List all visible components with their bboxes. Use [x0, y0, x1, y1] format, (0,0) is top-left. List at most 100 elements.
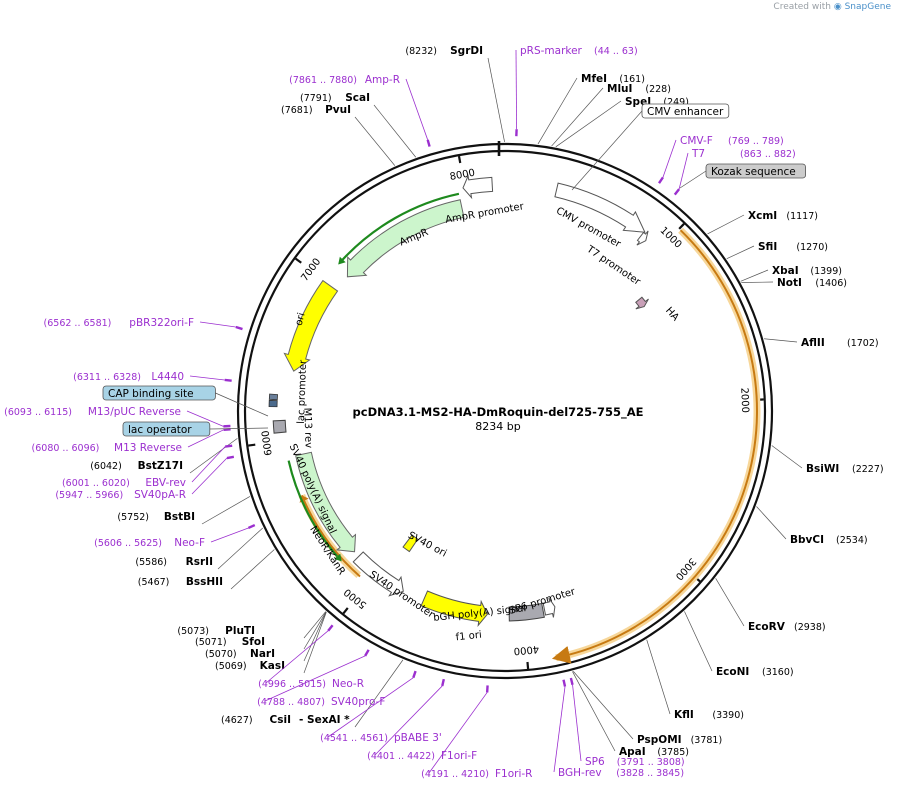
primer-site[interactable]: Amp-R (7861 .. 7880) [289, 74, 400, 86]
primer-leader-line [405, 78, 429, 140]
enzyme-name: SgrDI [450, 45, 483, 57]
primer-mark [247, 523, 256, 530]
primer-site[interactable]: Neo-R(4996 .. 5015) [258, 678, 364, 690]
enzyme-name: PspOMI [637, 734, 682, 746]
enzyme-site[interactable]: KflI(3390) [674, 709, 744, 721]
primer-site[interactable]: M13 Reverse(6080 .. 6096) [32, 442, 182, 454]
enzyme-site[interactable]: SfoI(5071) [195, 636, 265, 648]
enzyme-site[interactable]: BsiWI(2227) [806, 463, 884, 475]
enzyme-site[interactable]: MluI(228) [607, 83, 671, 95]
primer-site[interactable]: T7(863 .. 882) [691, 148, 796, 160]
enzyme-site[interactable]: PspOMI (3781) [637, 734, 722, 746]
map-length: 8234 bp [475, 420, 520, 433]
box-label: Kozak sequence [711, 166, 796, 178]
enzyme-site[interactable]: BstZ17I(6042) [90, 460, 183, 472]
enzyme-site[interactable]: SfiI(1270) [758, 241, 828, 253]
primer-mark [225, 444, 233, 448]
enzyme-site[interactable]: PluTI(5073) [177, 625, 255, 637]
enzyme-leader-line [201, 496, 251, 525]
backbone-outer [236, 142, 774, 680]
ampr-promoter-arrow [462, 174, 494, 200]
enzyme-site[interactable]: EcoRV(2938) [748, 621, 826, 633]
primer-site[interactable]: F1ori-F(4401 .. 4422) [367, 750, 477, 762]
primer-leader-line [264, 655, 366, 702]
primer-leader-line [374, 685, 443, 756]
primer-site[interactable]: M13/pUC Reverse(6093 .. 6115) [4, 406, 181, 418]
primer-range: (4541 .. 4561) [320, 733, 388, 744]
primer-site[interactable]: SV40pA-R(5947 .. 5966) [55, 489, 186, 501]
enzyme-leader-line [707, 214, 745, 235]
enzyme-leader-line [555, 100, 622, 148]
cap-binding-site-box[interactable]: CAP binding site [102, 385, 216, 401]
primer-site[interactable]: F1ori-R(4191 .. 4210) [421, 768, 532, 780]
enzyme-coord: (3785) [657, 747, 689, 758]
primer-name: BGH-rev [558, 767, 602, 779]
bgh-polya-block [508, 602, 545, 622]
sp6-promoter-arrow [542, 597, 556, 618]
enzyme-site[interactable]: ApaI(3785) [619, 746, 689, 758]
enzyme-leader-line [303, 611, 327, 662]
primer-mark [235, 325, 243, 331]
enzyme-coord: (3781) [691, 735, 723, 746]
enzyme-coord: (5069) [215, 661, 247, 672]
primer-site[interactable]: pRS-marker(44 .. 63) [520, 45, 638, 57]
box-label: CAP binding site [108, 388, 194, 400]
enzyme-site[interactable]: BbvCI(2534) [790, 534, 868, 546]
enzyme-site[interactable]: AflII(1702) [801, 337, 879, 349]
enzyme-coord: (5586) [135, 557, 167, 568]
primer-name: Amp-R [365, 74, 400, 86]
box-frame [641, 103, 730, 119]
primer-leader-line [327, 677, 414, 738]
primer-site[interactable]: L4440(6311 .. 6328) [73, 371, 184, 383]
primer-name: pBR322ori-F [129, 317, 194, 329]
primer-mark [412, 670, 417, 679]
enzyme-site[interactable]: PvuI(7681) [281, 104, 351, 116]
primer-site[interactable]: Neo-F(5606 .. 5625) [94, 537, 205, 549]
primer-site[interactable]: SV40pro-F(4788 .. 4807) [257, 696, 385, 708]
primer-name: EBV-rev [145, 477, 186, 489]
enzyme-site[interactable]: BssHII(5467) [138, 576, 223, 588]
snapgene-credit: Created with ◉ SnapGene [773, 2, 891, 12]
box-frame [705, 163, 806, 179]
enzyme-site[interactable]: EcoNI(3160) [716, 666, 794, 678]
primer-name: F1ori-F [441, 750, 477, 762]
enzyme-site[interactable]: SgrDI(8232) [405, 45, 483, 57]
primer-range: (6093 .. 6115) [4, 407, 72, 418]
backbone-inner [243, 149, 767, 673]
enzyme-site[interactable]: XcmI(1117) [748, 210, 818, 222]
primer-site[interactable]: BGH-rev(3828 .. 3845) [558, 767, 684, 779]
enzyme-site[interactable]: NotI(1406) [777, 277, 847, 289]
enzyme-site[interactable]: XbaI(1399) [772, 265, 842, 277]
enzyme-site[interactable]: MfeI(161) [581, 73, 645, 85]
credit-brand: SnapGene [844, 2, 891, 12]
box-label: CMV enhancer [647, 106, 724, 118]
primer-site[interactable]: pBR322ori-F(6562 .. 6581) [44, 317, 194, 329]
primer-site[interactable]: CMV-F(769 .. 789) [680, 135, 784, 147]
primer-mark [658, 176, 664, 184]
orf2-line [300, 494, 361, 578]
enzyme-site[interactable]: NarI(5070) [205, 648, 275, 660]
cmv-enhancer-box[interactable]: CMV enhancer [641, 103, 730, 119]
primer-site[interactable]: pBABE 3'(4541 .. 4561) [320, 732, 442, 744]
primer-mark [673, 188, 681, 196]
enzyme-site[interactable]: ScaI(7791) [300, 92, 370, 104]
primer-name: T7 [691, 148, 705, 160]
primer-site[interactable]: SP6(3791 .. 3808) [585, 756, 685, 768]
primer-site[interactable]: EBV-rev(6001 .. 6020) [62, 477, 186, 489]
enzyme-name: XcmI [748, 210, 777, 222]
kozak-sequence-box[interactable]: Kozak sequence [705, 163, 806, 179]
enzyme-site[interactable]: BstBI(5752) [117, 511, 195, 523]
primer-mark [224, 378, 232, 382]
enzyme-site[interactable]: RsrII(5586) [135, 556, 213, 568]
ampr-arrow [346, 199, 465, 278]
enzyme-site[interactable]: CsiI(4627)- SexAI * [221, 714, 350, 726]
primer-name: CMV-F [680, 135, 713, 147]
enzyme-site[interactable]: KasI(5069) [215, 660, 285, 672]
primer-leader-line [199, 321, 236, 328]
enzyme-leader-line [537, 77, 578, 145]
tick-mark [678, 223, 685, 230]
enzyme-coord: (7791) [300, 93, 332, 104]
lac-operator-box[interactable]: lac operator [122, 421, 211, 437]
primer-name: F1ori-R [495, 768, 532, 780]
primer-range: (7861 .. 7880) [289, 75, 357, 86]
